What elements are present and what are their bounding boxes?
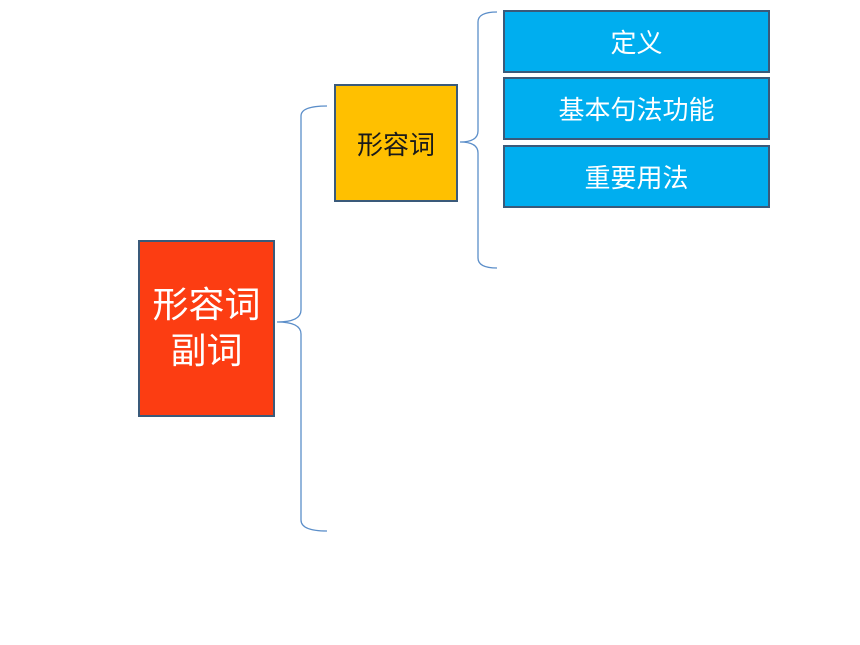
leaf-node-syntax-function[interactable]: 基本句法功能 — [503, 77, 770, 140]
leaf-label: 定义 — [610, 29, 663, 59]
leaf-label: 基本句法功能 — [558, 96, 715, 126]
branch-label: 形容词 — [356, 130, 435, 161]
branch-node-adjective[interactable]: 形容词 — [334, 84, 458, 202]
leaf-label: 重要用法 — [584, 164, 689, 194]
root-brace — [276, 105, 328, 532]
branch-brace — [459, 11, 498, 269]
leaf-node-important-usage[interactable]: 重要用法 — [503, 145, 770, 208]
root-label-line1: 形容词 — [152, 284, 261, 326]
root-node[interactable]: 形容词 副词 — [138, 240, 275, 417]
leaf-node-definition[interactable]: 定义 — [503, 10, 770, 73]
root-label-line2: 副词 — [170, 330, 243, 372]
